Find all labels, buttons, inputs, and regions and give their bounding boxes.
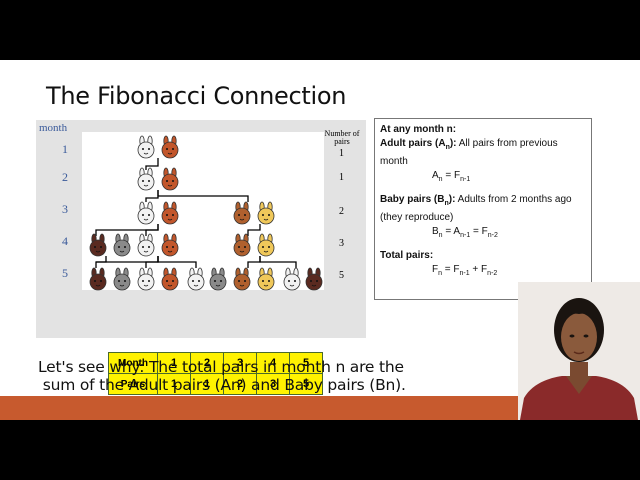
rabbit-icon <box>137 167 155 191</box>
caption-line-1: Let's see why: The total pairs in month … <box>38 358 404 376</box>
table-cell: 1 <box>157 373 191 395</box>
pairs-count-4: 3 <box>339 238 344 249</box>
rabbit-icon <box>89 267 107 291</box>
rabbit-icon <box>257 233 275 257</box>
rabbit-icon <box>187 267 205 291</box>
pairs-count-5: 5 <box>339 270 344 281</box>
rabbit-figure: month 1 2 3 4 5 Number of pairs 1 1 2 3 … <box>36 120 366 395</box>
table-cell: 5 <box>289 352 323 374</box>
table-cell: 5 <box>289 373 323 395</box>
rabbit-icon <box>233 201 251 225</box>
month-label-1: 1 <box>62 142 68 156</box>
month-header: month <box>39 122 68 134</box>
slide-caption: Let's see why: The total pairs in month … <box>38 358 406 394</box>
rabbit-icon <box>161 233 179 257</box>
table-cell: 1 <box>157 352 191 374</box>
rabbit-icon <box>113 267 131 291</box>
pairs-header: Number of pairs <box>324 129 360 146</box>
rabbit-tree-illustration <box>82 132 324 291</box>
rabbit-icon <box>137 135 155 159</box>
rabbit-icon <box>161 135 179 159</box>
rabbit-icon <box>137 201 155 225</box>
bottom-accent-bar <box>0 396 518 420</box>
table-row: Pairs 1 1 2 3 5 <box>108 373 323 395</box>
presenter-webcam <box>518 282 640 420</box>
box-intro: At any month n: <box>380 124 457 135</box>
rabbit-icon <box>161 201 179 225</box>
rabbit-icon <box>233 267 251 291</box>
adult-pairs-equation: An = Fn-1 <box>432 170 471 183</box>
presenter-video <box>518 282 640 420</box>
rabbit-icon <box>283 267 301 291</box>
rabbit-icon <box>113 233 131 257</box>
total-pairs-text: Total pairs: <box>380 250 434 261</box>
month-label-4: 4 <box>62 234 68 248</box>
pairs-count-3: 2 <box>339 206 344 217</box>
table-cell: 2 <box>223 373 257 395</box>
rabbit-icon <box>137 267 155 291</box>
baby-pairs-equation: Bn = An-1 = Fn-2 <box>432 226 498 239</box>
month-label-2: 2 <box>62 170 68 184</box>
table-cell: 3 <box>256 373 290 395</box>
rabbit-icon <box>233 233 251 257</box>
rabbit-icon <box>161 167 179 191</box>
caption-line-2: sum of the Adult pairs (An) and Baby pai… <box>38 376 406 394</box>
slide: The Fibonacci Connection month 1 2 <box>0 60 640 420</box>
rabbit-icon <box>209 267 227 291</box>
table-cell: 1 <box>190 373 224 395</box>
slide-title: The Fibonacci Connection <box>46 82 347 110</box>
rabbit-icon <box>257 267 275 291</box>
pairs-count-1: 1 <box>339 148 344 159</box>
rabbit-icon <box>161 267 179 291</box>
month-label-5: 5 <box>62 266 68 280</box>
month-label-3: 3 <box>62 202 68 216</box>
rabbit-icon <box>305 267 323 291</box>
pairs-count-2: 1 <box>339 172 344 183</box>
rabbit-icon <box>257 201 275 225</box>
baby-pairs-text: Baby pairs (Bn): Adults from 2 months ag… <box>380 194 572 223</box>
total-pairs-equation: Fn = Fn-1 + Fn-2 <box>432 264 498 277</box>
month-pairs-table: Month 1 2 3 4 5 Pairs 1 1 2 3 5 <box>108 352 323 395</box>
formula-box: At any month n: Adult pairs (An): All pa… <box>374 118 592 300</box>
rabbit-icon <box>89 233 107 257</box>
adult-pairs-text: Adult pairs (An): All pairs from previou… <box>380 138 558 167</box>
rabbit-icon <box>137 233 155 257</box>
table-header-pairs: Pairs <box>108 373 158 395</box>
